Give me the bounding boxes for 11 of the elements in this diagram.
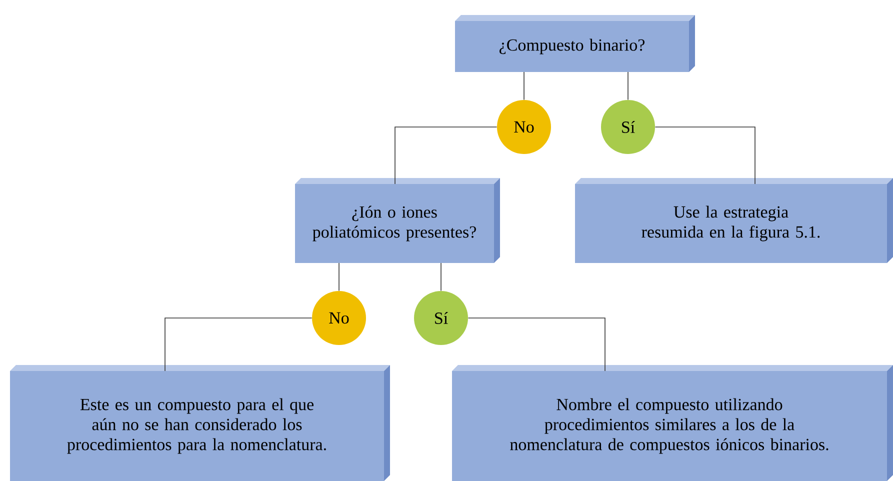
connector-line: [164, 318, 312, 372]
connector-line: [338, 262, 340, 292]
connector-line: [654, 126, 756, 184]
decision-box: Nombre el compuesto utilizando procedimientos similares a los de la nomenclatura de compuestos iónicos binarios.: [452, 364, 893, 481]
decision-box: ¿Compuesto binario?: [455, 15, 695, 72]
connector-line: [468, 318, 606, 372]
connector-line: [394, 126, 498, 184]
decision-box: Use la estrategia resumida en la figura 5.1.: [575, 178, 893, 263]
decision-box: Este es un compuesto para el que aún no se han considerado los procedimientos para la nomenclatura.: [10, 364, 390, 481]
connector-line: [440, 262, 442, 292]
decision-box: ¿Ión o iones poliatómicos presentes?: [295, 178, 500, 263]
